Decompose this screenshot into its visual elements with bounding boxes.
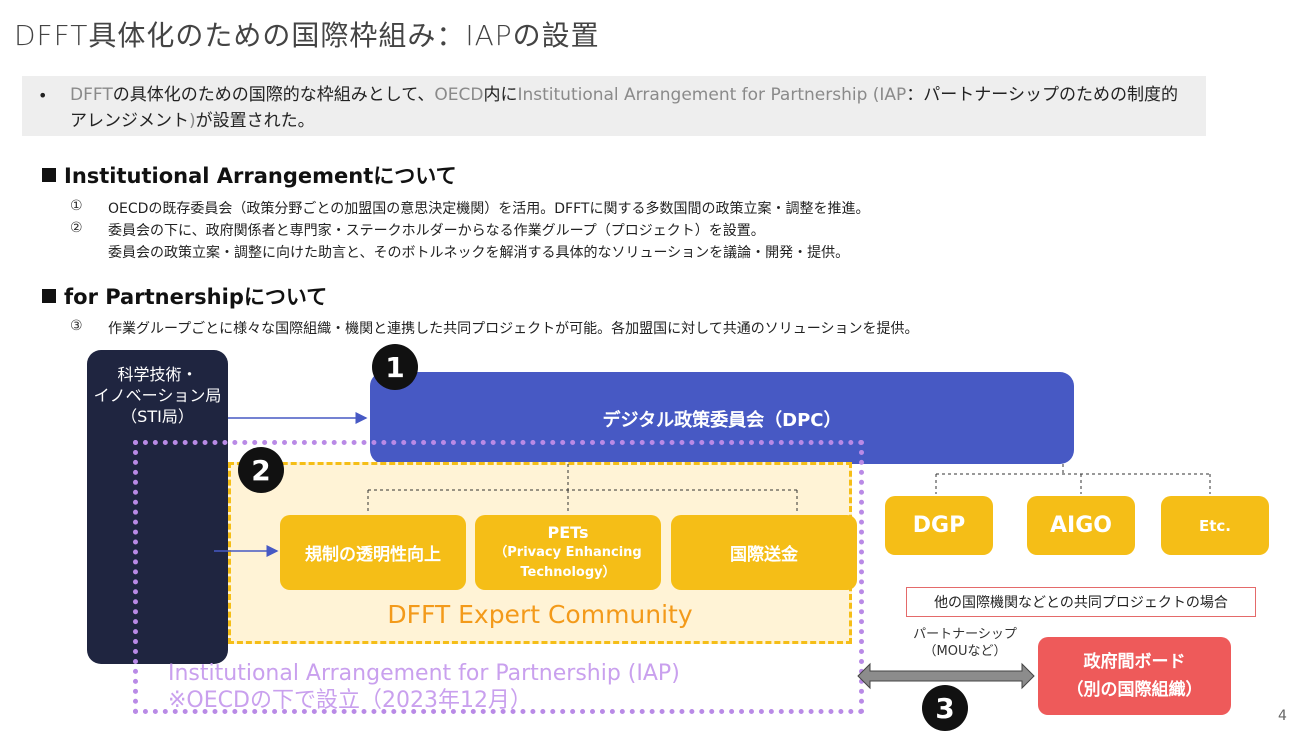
intro-bullet: •	[38, 86, 48, 105]
intro-part: Institutional Arrangement for Partnershi…	[517, 85, 907, 105]
sti-label-line: 科学技術・	[117, 365, 198, 384]
partnership-double-arrow	[857, 662, 1035, 690]
dpc-box	[370, 372, 1074, 464]
wg-pets: PETs （Privacy Enhancing Technology）	[475, 515, 661, 590]
section1-item-text: 委員会の下に、政府関係者と専門家・ステークホルダーからなる作業グループ（プロジェ…	[108, 223, 765, 239]
intro-part: 内に	[483, 85, 518, 105]
wg-label: 国際送金	[730, 545, 798, 565]
org-dgp: DGP	[885, 496, 993, 555]
section1-heading-text: Institutional Arrangementについて	[64, 164, 457, 188]
sti-label-line: （STI局）	[121, 407, 194, 426]
square-bullet-icon	[42, 289, 56, 303]
org-etc: Etc.	[1161, 496, 1269, 555]
intro-part: が設置された。	[195, 111, 315, 131]
intro-box	[22, 76, 1206, 136]
intro-text: DFFTの具体化のための国際的な枠組みとして、OECD内にInstitution…	[70, 82, 1190, 134]
iap-border	[133, 440, 864, 714]
org-tree-lines	[935, 464, 1211, 494]
board-label-line: 政府間ボード	[1083, 652, 1186, 672]
org-aigo: AIGO	[1027, 496, 1135, 555]
intro-part: の具体化のための国際的な枠組みとして、	[112, 85, 435, 105]
section2-item-number: ③	[70, 318, 83, 334]
intro-part: )	[189, 111, 196, 131]
section1-heading: Institutional Arrangementについて	[42, 160, 457, 190]
dpc-label: デジタル政策委員会（DPC）	[602, 410, 842, 431]
wg-label: PETs	[547, 522, 589, 542]
section1-item-text: OECDの既存委員会（政策分野ごとの加盟国の意思決定機関）を活用。DFFTに関す…	[108, 201, 870, 217]
iap-label: Institutional Arrangement for Partnershi…	[168, 660, 680, 714]
wg-label: Technology）	[520, 564, 616, 580]
wg-label: （Privacy Enhancing	[494, 544, 642, 560]
sti-box	[87, 350, 228, 664]
sti-label: 科学技術・ イノベーション局 （STI局）	[87, 364, 228, 427]
section1-item-number: ①	[70, 198, 83, 214]
section1-item-number: ②	[70, 220, 83, 236]
wg-tree-lines	[367, 464, 798, 514]
section2-item-text: 作業グループごとに様々な国際組織・機関と連携した共同プロジェクトが可能。各加盟国…	[108, 321, 919, 337]
circle-number-2: 2	[238, 447, 284, 493]
section2-heading-text: for Partnershipについて	[64, 285, 328, 309]
intro-part: OECD	[434, 85, 484, 105]
intro-part: DFFT	[70, 85, 113, 105]
page-title: DFFT具体化のための国際枠組み：IAPの設置	[14, 19, 600, 52]
circle-number-1: 1	[372, 344, 418, 390]
partnership-label-line: パートナーシップ	[913, 627, 1017, 642]
joint-project-note: 他の国際機関などとの共同プロジェクトの場合	[906, 587, 1256, 617]
partnership-label-line: （MOUなど）	[923, 644, 1007, 659]
sti-label-line: イノベーション局	[93, 386, 222, 405]
board-label-line: （別の国際組織）	[1066, 680, 1203, 700]
iap-label-line: ※OECDの下で設立（2023年12月）	[168, 688, 532, 713]
page-number: 4	[1278, 708, 1287, 724]
intro-part: ：パートナーシップ	[906, 85, 1059, 105]
iap-label-line: Institutional Arrangement for Partnershi…	[168, 661, 680, 686]
circle-number-3: 3	[922, 685, 968, 731]
partnership-label: パートナーシップ （MOUなど）	[890, 626, 1040, 660]
intro-part: のための制度的アレンジメント	[70, 85, 1178, 131]
section2-heading: for Partnershipについて	[42, 281, 327, 311]
expert-community-label: DFFT Expert Community	[387, 600, 693, 629]
square-bullet-icon	[42, 168, 56, 182]
wg-label: 規制の透明性向上	[305, 545, 441, 565]
intergovernmental-board-box: 政府間ボード （別の国際組織）	[1038, 637, 1231, 715]
wg-remittance: 国際送金	[671, 515, 857, 590]
wg-regulatory-transparency: 規制の透明性向上	[280, 515, 466, 590]
section1-item-text: 委員会の政策立案・調整に向けた助言と、そのボトルネックを解消する具体的なソリュー…	[108, 245, 850, 261]
